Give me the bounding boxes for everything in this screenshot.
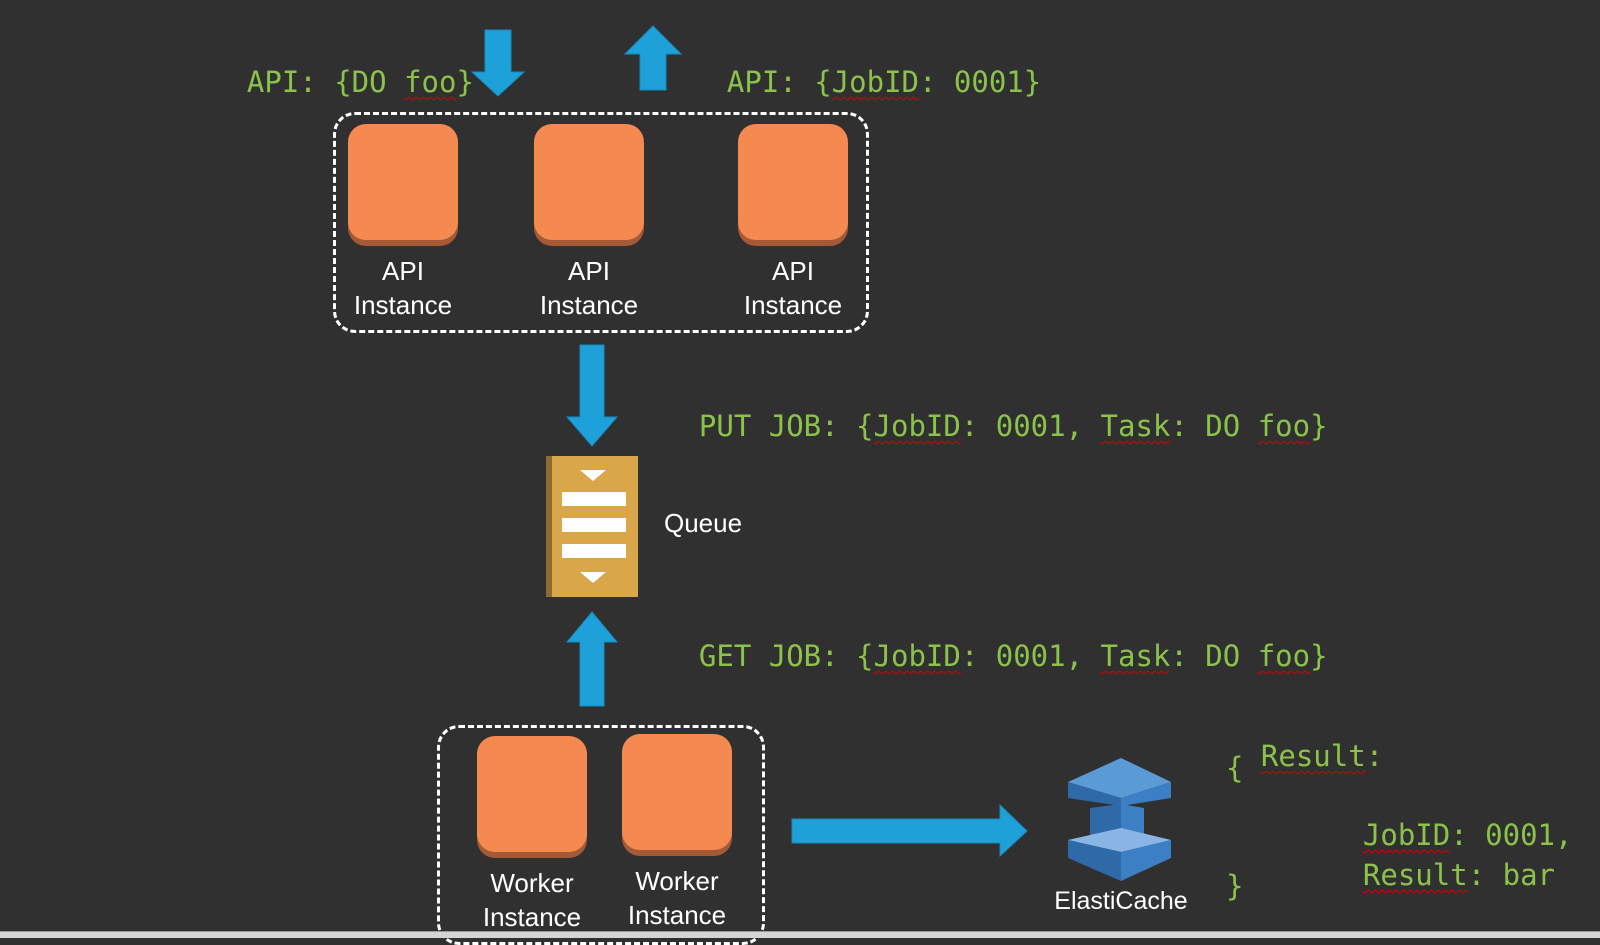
api-instance-label: API Instance [529, 254, 649, 322]
worker-instance-icon [622, 734, 732, 850]
api-instance-label: API Instance [733, 254, 853, 322]
put-job-part: JobID [873, 409, 961, 443]
get-job-part: : 0001, [960, 639, 1101, 673]
result-jobid-line: JobID: 0001, [1328, 792, 1573, 852]
put-job-text: PUT JOB: {JobID: 0001, Task: DO foo} [664, 383, 1328, 441]
result-close-brace: } [1226, 869, 1244, 903]
result-value-value: : bar [1467, 858, 1555, 892]
result-heading-suffix: : [1365, 739, 1384, 773]
put-job-part: : 0001, [960, 409, 1101, 443]
api-instance-icon [348, 124, 458, 240]
elasticache-icon [1068, 758, 1171, 881]
result-open-brace: { [1226, 751, 1244, 785]
get-job-arrow-up-icon [565, 611, 619, 707]
result-value-key: Result [1362, 858, 1468, 892]
request-arrow-down-icon [470, 29, 526, 97]
result-arrow-right-icon [791, 803, 1028, 858]
api-instance-label-line2: Instance [539, 290, 639, 320]
get-job-text: GET JOB: {JobID: 0001, Task: DO foo} [664, 613, 1328, 671]
api-instance-icon [534, 124, 644, 240]
api-request-text: API: {DO foo} [212, 39, 474, 97]
worker-instance-label-line2: Instance [627, 900, 727, 930]
result-jobid-key: JobID [1362, 818, 1451, 852]
put-job-arrow-down-icon [565, 344, 619, 447]
result-heading-word: Result [1260, 739, 1366, 773]
worker-instance-label-line2: Instance [482, 902, 582, 932]
api-instance-label-line1: API [568, 256, 610, 286]
api-response-suffix: : 0001} [919, 65, 1042, 99]
api-request-word: foo [404, 65, 457, 99]
elasticache-label: ElastiCache [1054, 887, 1188, 915]
put-job-part: } [1310, 409, 1328, 443]
queue-label: Queue [664, 508, 743, 538]
response-arrow-up-icon [623, 25, 683, 91]
worker-instance-label-line1: Worker [490, 868, 574, 898]
api-response-text: API: {JobID: 0001} [692, 39, 1041, 97]
api-instance-label: API Instance [343, 254, 463, 322]
result-heading: Result: [1226, 713, 1383, 771]
get-job-part: Task [1100, 639, 1171, 673]
get-job-part: JobID [873, 639, 961, 673]
put-job-part: Task [1100, 409, 1171, 443]
put-job-part: : DO [1170, 409, 1258, 443]
api-response-word: JobID [831, 65, 919, 99]
api-request-suffix: } [456, 65, 474, 99]
api-response-prefix: API: { [726, 65, 832, 99]
put-job-part: PUT JOB: { [698, 409, 874, 443]
api-instance-label-line2: Instance [743, 290, 843, 320]
api-instance-label-line2: Instance [353, 290, 453, 320]
get-job-part: } [1310, 639, 1328, 673]
get-job-part: GET JOB: { [698, 639, 874, 673]
window-bottom-edge [0, 931, 1600, 938]
result-jobid-value: : 0001, [1450, 818, 1573, 852]
api-instance-label-line1: API [382, 256, 424, 286]
get-job-part: : DO [1170, 639, 1258, 673]
worker-instance-icon [477, 736, 587, 852]
worker-instance-label-line1: Worker [635, 866, 719, 896]
result-value-line: Result: bar [1328, 832, 1555, 890]
worker-instance-label: Worker Instance [617, 864, 737, 932]
worker-instance-label: Worker Instance [472, 866, 592, 934]
get-job-part: foo [1257, 639, 1311, 673]
queue-icon [546, 456, 638, 597]
put-job-part: foo [1257, 409, 1311, 443]
api-instance-icon [738, 124, 848, 240]
api-instance-group [333, 112, 869, 333]
api-instance-label-line1: API [772, 256, 814, 286]
api-request-prefix: API: {DO [246, 65, 405, 99]
